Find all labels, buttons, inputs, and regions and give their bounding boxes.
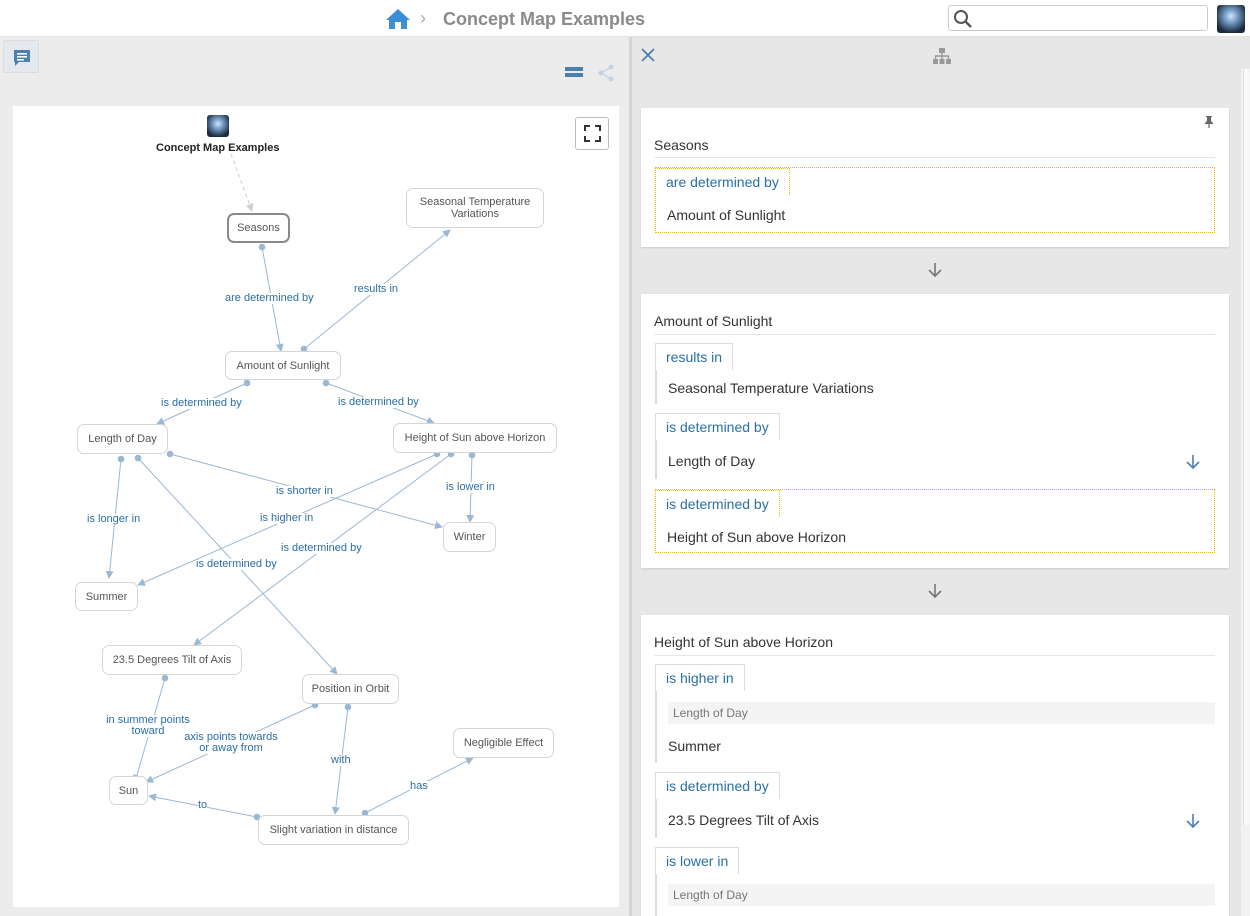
- concept-card-amount-of-sunlight: Amount of Sunlight Seasonal Temperature …: [641, 294, 1229, 568]
- relation-context: Length of Day: [668, 884, 1215, 906]
- arrow-down-icon[interactable]: [1185, 454, 1201, 470]
- node-slight-variation[interactable]: Slight variation in distance: [258, 815, 409, 845]
- node-amount-of-sunlight[interactable]: Amount of Sunlight: [225, 351, 341, 380]
- relation-label[interactable]: results in: [655, 343, 734, 370]
- relation-target[interactable]: Height of Sun above Horizon: [667, 529, 846, 545]
- link-label[interactable]: results in: [354, 283, 399, 295]
- pin-icon[interactable]: [1203, 115, 1215, 129]
- root-avatar: [207, 115, 229, 137]
- node-position-in-orbit[interactable]: Position in Orbit: [302, 674, 399, 704]
- relation-item[interactable]: Amount of Sunlight: [655, 167, 1215, 233]
- concept-card-seasons: Seasons are determined by Amount of Sunl…: [641, 108, 1229, 247]
- link-label[interactable]: is longer in: [87, 513, 141, 525]
- breadcrumb-separator: ›: [420, 8, 426, 28]
- link-label[interactable]: to: [198, 799, 208, 811]
- root-label: Concept Map Examples: [156, 142, 280, 154]
- comment-button[interactable]: [3, 40, 39, 73]
- relation-target[interactable]: Amount of Sunlight: [667, 207, 786, 223]
- list-view-icon[interactable]: [565, 65, 584, 82]
- relation-item[interactable]: Length of Day: [655, 439, 1215, 479]
- fullscreen-button[interactable]: [575, 117, 609, 150]
- relation-context: Length of Day: [668, 702, 1215, 724]
- link-label[interactable]: with: [331, 754, 351, 766]
- link-label[interactable]: is shorter in: [276, 485, 333, 497]
- card-title: Amount of Sunlight: [654, 313, 773, 329]
- relation-target[interactable]: Summer: [668, 738, 721, 754]
- relation-label[interactable]: is determined by: [655, 413, 780, 440]
- relation-label[interactable]: is determined by: [655, 772, 780, 799]
- comment-icon: [14, 50, 30, 66]
- link-label[interactable]: has: [410, 780, 428, 792]
- node-sun[interactable]: Sun: [109, 776, 148, 805]
- arrow-down-icon[interactable]: [1185, 813, 1201, 829]
- relation-target[interactable]: Length of Day: [668, 453, 756, 469]
- node-negligible-effect[interactable]: Negligible Effect: [453, 728, 554, 758]
- relation-item[interactable]: Length of Day Summer: [655, 691, 1215, 763]
- node-height-of-sun[interactable]: Height of Sun above Horizon: [393, 423, 557, 453]
- relation-target[interactable]: 23.5 Degrees Tilt of Axis: [668, 812, 819, 828]
- card-title: Height of Sun above Horizon: [654, 634, 833, 650]
- card-divider: [654, 655, 1215, 656]
- relation-label[interactable]: is lower in: [655, 847, 740, 874]
- card-title: Seasons: [654, 137, 709, 153]
- user-avatar[interactable]: [1217, 5, 1245, 33]
- relation-target[interactable]: Seasonal Temperature Variations: [668, 380, 874, 396]
- concept-card-height-of-sun: Height of Sun above Horizon Length of Da…: [641, 615, 1229, 916]
- link-label[interactable]: is determined by: [161, 397, 242, 409]
- concept-map-canvas[interactable]: Concept Map Examples Seasons Seasonal Te…: [13, 106, 619, 907]
- page-title: Concept Map Examples: [443, 9, 646, 29]
- relation-item[interactable]: Length of Day: [655, 873, 1215, 916]
- link-label[interactable]: in summer points toward: [103, 715, 193, 737]
- link-label[interactable]: is determined by: [196, 558, 277, 570]
- node-winter[interactable]: Winter: [443, 522, 496, 552]
- arrow-down-icon: [928, 584, 942, 599]
- home-icon[interactable]: [385, 8, 411, 30]
- panel-divider[interactable]: [629, 37, 632, 916]
- node-seasons[interactable]: Seasons: [227, 213, 290, 243]
- search-box[interactable]: [948, 5, 1208, 31]
- arrow-down-icon: [928, 263, 942, 278]
- link-label[interactable]: is determined by: [281, 542, 362, 554]
- relation-item[interactable]: Seasonal Temperature Variations: [655, 370, 1215, 404]
- relation-item[interactable]: 23.5 Degrees Tilt of Axis: [655, 798, 1215, 838]
- hierarchy-icon[interactable]: [932, 47, 952, 65]
- link-label[interactable]: are determined by: [225, 292, 314, 304]
- relation-label[interactable]: are determined by: [655, 168, 790, 195]
- card-divider: [654, 157, 1215, 158]
- link-label[interactable]: axis points towards or away from: [180, 732, 282, 754]
- top-bar: › Concept Map Examples: [0, 0, 1250, 37]
- node-seasonal-temperature-variations[interactable]: Seasonal Temperature Variations: [406, 188, 544, 228]
- close-icon[interactable]: [640, 47, 656, 63]
- relation-label[interactable]: is higher in: [655, 664, 745, 691]
- relation-label[interactable]: is determined by: [655, 490, 780, 517]
- detail-panel: Seasons are determined by Amount of Sunl…: [632, 37, 1250, 916]
- search-input[interactable]: [977, 8, 1203, 28]
- link-label[interactable]: is determined by: [338, 396, 419, 408]
- node-tilt-of-axis[interactable]: 23.5 Degrees Tilt of Axis: [102, 645, 242, 675]
- search-icon: [954, 10, 972, 28]
- card-divider: [654, 334, 1215, 335]
- node-length-of-day[interactable]: Length of Day: [77, 424, 168, 454]
- scrollbar-thumb[interactable]: [1243, 69, 1249, 825]
- map-panel: Concept Map Examples Seasons Seasonal Te…: [0, 37, 629, 916]
- relation-item[interactable]: Height of Sun above Horizon: [655, 489, 1215, 553]
- link-label[interactable]: is lower in: [446, 481, 495, 493]
- share-icon[interactable]: [597, 64, 615, 82]
- fullscreen-icon: [584, 125, 601, 142]
- node-summer[interactable]: Summer: [75, 582, 138, 611]
- link-label[interactable]: is higher in: [260, 512, 314, 524]
